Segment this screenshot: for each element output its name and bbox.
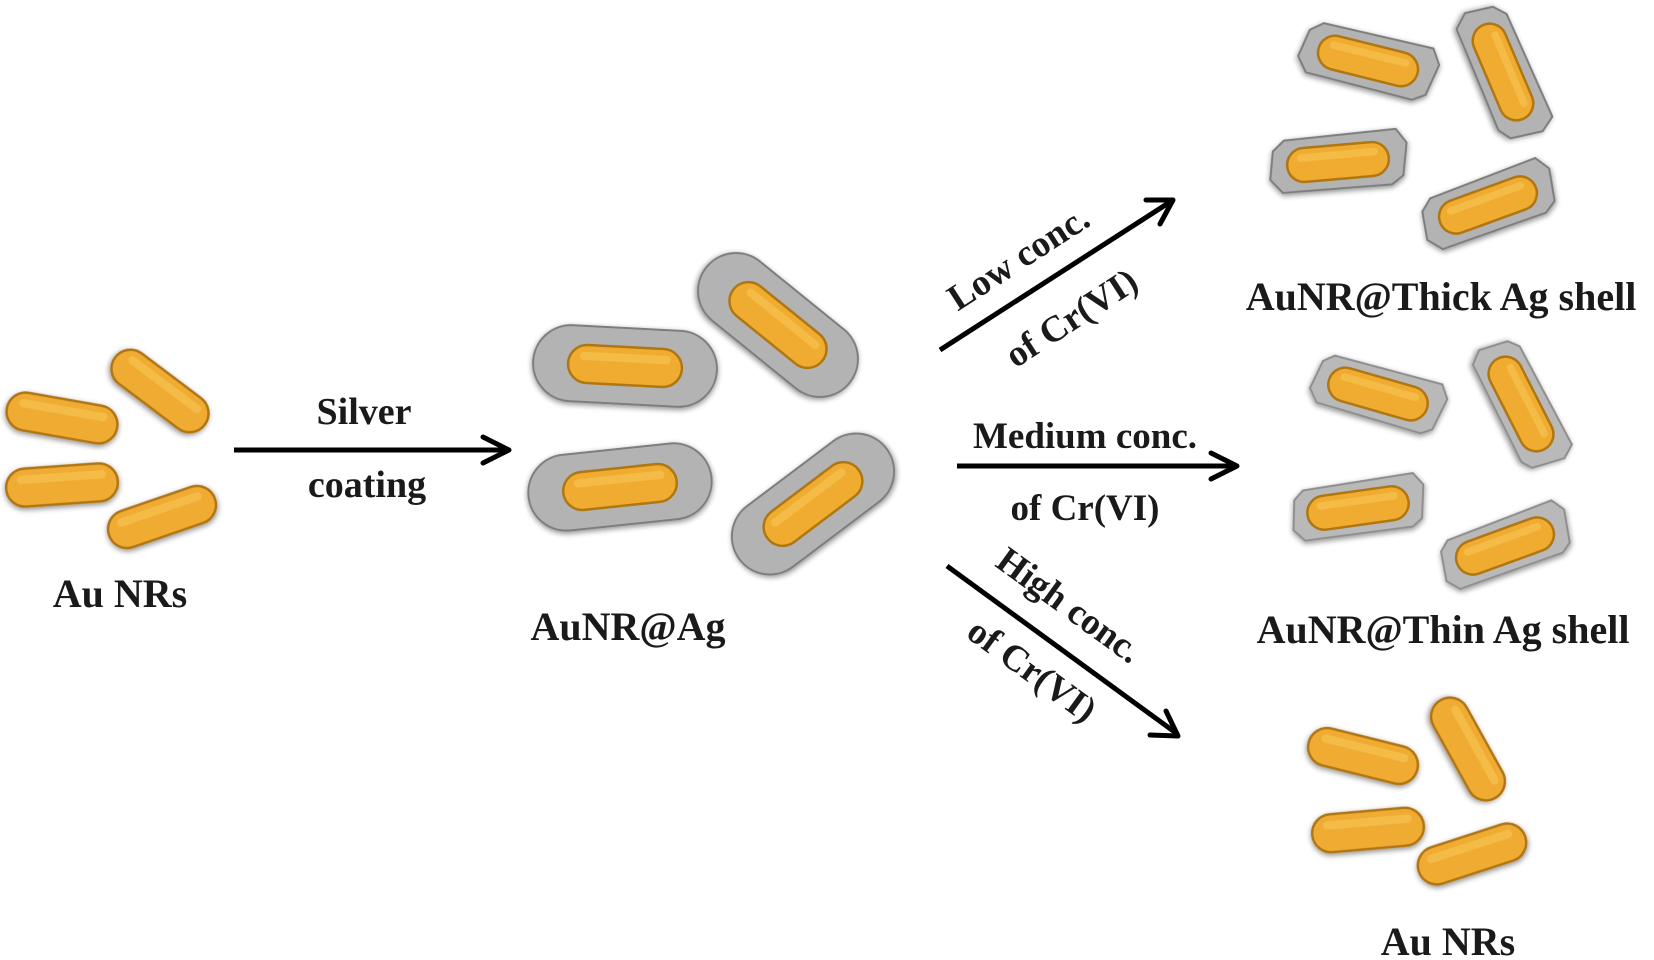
gold-highlight <box>746 288 820 350</box>
au-nanorods-etched <box>1306 696 1528 886</box>
gold-highlight <box>573 470 665 488</box>
thick-shell-particle <box>1455 5 1554 140</box>
aunr-ag-particle <box>527 442 713 532</box>
gold-nanorod <box>5 391 119 445</box>
thin-shell-label: AuNR@Thin Ag shell <box>1257 607 1630 652</box>
gold-core <box>106 484 218 550</box>
au-nrs-start-label: Au NRs <box>53 571 187 616</box>
gold-nanorod <box>106 484 218 550</box>
gold-nanorod <box>1429 696 1507 802</box>
aunr-ag-core-shell-group <box>527 252 896 576</box>
gold-highlight <box>1330 41 1410 67</box>
medium-conc-label-line1: Medium conc. <box>973 416 1197 457</box>
gold-core <box>566 343 684 389</box>
gold-highlight <box>1491 31 1528 108</box>
aunr-ag-particle <box>697 252 859 398</box>
silver-coating-label-line1: Silver <box>317 391 412 433</box>
silver-coating-arrow <box>234 434 512 466</box>
thin-ag-shell-group <box>1292 340 1574 591</box>
gold-core <box>728 280 828 370</box>
gold-nanorod <box>4 462 120 508</box>
gold-core <box>4 462 120 508</box>
thick-shell-label: AuNR@Thick Ag shell <box>1246 274 1637 319</box>
gold-highlight <box>1322 814 1412 830</box>
thin-shell-particle <box>1440 499 1571 591</box>
gold-core <box>1310 806 1426 854</box>
gold-highlight <box>1426 829 1513 864</box>
aunr-ag-particle <box>532 324 718 408</box>
gold-nanorod <box>110 348 210 434</box>
gold-highlight <box>128 356 202 414</box>
thick-shell-particle <box>1297 22 1441 101</box>
gold-highlight <box>1296 147 1379 162</box>
gold-highlight <box>1321 734 1409 763</box>
gold-highlight <box>579 351 671 365</box>
thin-shell-particle <box>1292 471 1425 542</box>
gold-highlight <box>1340 373 1420 402</box>
medium-conc-label-line2: of Cr(VI) <box>1011 488 1160 529</box>
gold-highlight <box>16 470 106 485</box>
gold-highlight <box>19 398 108 422</box>
gold-highlight <box>1463 522 1542 556</box>
gold-core <box>1429 696 1507 802</box>
gold-core <box>1416 822 1528 886</box>
gold-highlight <box>1506 363 1548 438</box>
thin-shell-particle <box>1471 340 1574 469</box>
thin-shell-particle <box>1308 354 1449 435</box>
au-nrs-final-label: Au NRs <box>1381 919 1515 960</box>
low-concentration-arrow <box>938 197 1176 353</box>
aunr-ag-particle <box>730 432 896 576</box>
silver-coating-label-line2: coating <box>308 464 426 506</box>
medium-concentration-arrow <box>957 450 1240 482</box>
gold-nanorod <box>1310 806 1426 854</box>
gold-highlight <box>1446 181 1525 215</box>
gold-core <box>762 460 864 548</box>
gold-core <box>110 348 210 434</box>
gold-highlight <box>117 492 202 527</box>
gold-highlight <box>1316 492 1398 510</box>
thick-shell-particle <box>1269 127 1408 194</box>
gold-nanorod <box>1416 822 1528 886</box>
thick-ag-shell-group <box>1269 5 1556 251</box>
aunr-ag-label: AuNR@Ag <box>531 604 726 649</box>
thick-shell-particle <box>1421 156 1556 251</box>
gold-core <box>1285 140 1391 184</box>
gold-highlight <box>1451 705 1499 785</box>
au-nanorods-initial <box>4 348 218 550</box>
gold-highlight <box>770 468 846 527</box>
high-concentration-arrow <box>945 563 1181 739</box>
gold-nanorod <box>1306 726 1420 786</box>
